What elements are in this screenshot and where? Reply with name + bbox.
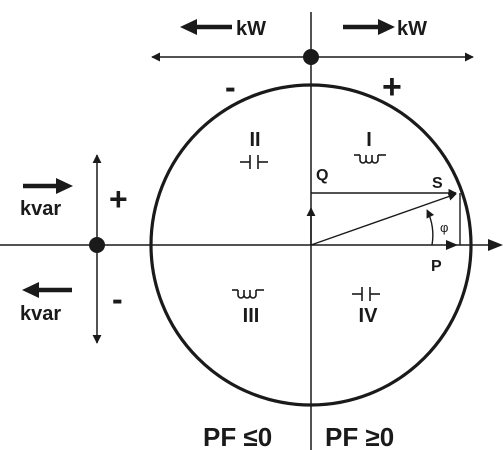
kw-plus-sign: + (382, 68, 402, 106)
quadrant-iii-label: III (243, 305, 260, 327)
pf-right-label: PF ≥0 (325, 422, 394, 450)
kw-left-label: kW (236, 18, 266, 40)
kvar-left-arrow-icon (22, 282, 72, 298)
kvar-plus-sign: + (109, 181, 128, 217)
pf-left-label: PF ≤0 (203, 422, 272, 450)
kvar-upper-label: kvar (20, 198, 61, 220)
kw-axis-dot (303, 49, 319, 65)
p-label: P (431, 258, 442, 275)
kvar-axis-dot (89, 237, 105, 253)
apparent-power-vector (310, 192, 457, 246)
inductor-icon (354, 154, 386, 164)
quadrant-ii-label: II (249, 129, 260, 151)
quadrant-iv-label: IV (359, 305, 379, 327)
quadrant-i-label: I (366, 129, 372, 151)
kw-right-arrow-icon (343, 19, 395, 35)
kw-minus-sign: - (225, 69, 236, 105)
capacitor-icon (352, 287, 380, 301)
kw-right-label: kW (397, 18, 427, 40)
capacitor-icon (240, 155, 268, 169)
kvar-lower-label: kvar (20, 303, 61, 325)
horizontal-axis-arrow (488, 239, 503, 251)
kvar-minus-sign: - (112, 281, 123, 317)
kvar-right-arrow-icon (23, 178, 73, 194)
inductor-icon (232, 289, 264, 299)
p-arrow (446, 240, 458, 250)
q-label: Q (316, 167, 328, 184)
phi-label: φ (440, 220, 448, 235)
kw-left-arrow-icon (180, 19, 232, 35)
phi-angle-arc (426, 209, 435, 246)
s-label: S (432, 175, 443, 192)
